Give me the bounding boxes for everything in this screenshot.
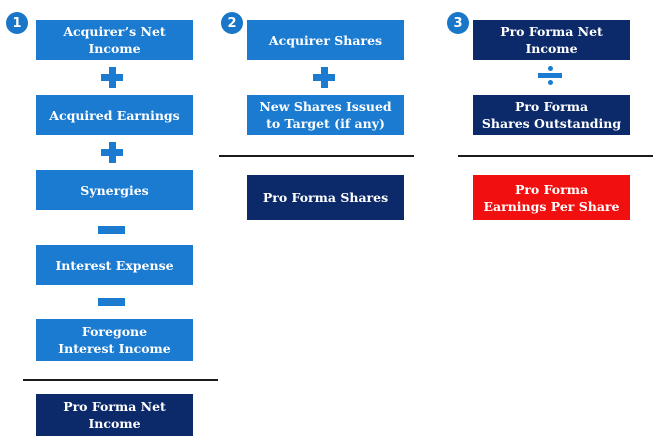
box-label: Acquired Earnings bbox=[49, 107, 180, 123]
box-label: Pro Forma Shares bbox=[262, 190, 389, 205]
acquirer-net-income-box: Acquirer’s Net Income bbox=[36, 20, 193, 60]
box-label-line-1: Foregone bbox=[81, 324, 148, 339]
new-shares-issued-box: New Shares Issued to Target (if any) bbox=[247, 95, 404, 135]
synergies-box: Synergies bbox=[36, 170, 193, 210]
minus-operator bbox=[98, 226, 125, 234]
step-3-badge: 3 bbox=[447, 12, 469, 34]
pro-forma-net-income-result-box: Pro Forma Net Income bbox=[36, 394, 193, 436]
box-label-line-2: Interest Income bbox=[58, 341, 171, 356]
sum-divider-line bbox=[23, 379, 218, 381]
box-label-line-1: New Shares Issued bbox=[259, 99, 392, 114]
pro-forma-eps-result-box: Pro Forma Earnings Per Share bbox=[473, 175, 630, 220]
acquired-earnings-box: Acquired Earnings bbox=[36, 95, 193, 135]
box-label: Interest Expense bbox=[55, 257, 174, 273]
acquirer-shares-box: Acquirer Shares bbox=[247, 20, 404, 60]
box-label-line-2: to Target (if any) bbox=[266, 116, 385, 131]
foregone-interest-income-box: Foregone Interest Income bbox=[36, 319, 193, 361]
minus-operator bbox=[98, 298, 125, 306]
box-label: Acquirer Shares bbox=[268, 32, 383, 48]
box-label-line-2: Shares Outstanding bbox=[481, 116, 622, 131]
step-1-badge: 1 bbox=[6, 12, 28, 34]
box-label: Acquirer’s Net Income bbox=[63, 24, 166, 56]
pro-forma-net-income-box: Pro Forma Net Income bbox=[473, 20, 630, 60]
sum-divider-line bbox=[219, 155, 414, 157]
sum-divider-line bbox=[458, 155, 653, 157]
box-label: Synergies bbox=[80, 182, 149, 198]
box-label-line-1: Pro Forma bbox=[514, 99, 589, 114]
pro-forma-shares-outstanding-box: Pro Forma Shares Outstanding bbox=[473, 95, 630, 135]
box-label: Pro Forma Net Income bbox=[63, 399, 166, 431]
box-label: Pro Forma Net Income bbox=[500, 24, 603, 56]
box-label-line-2: Earnings Per Share bbox=[483, 198, 620, 214]
box-label-line-1: Pro Forma bbox=[514, 181, 589, 197]
interest-expense-box: Interest Expense bbox=[36, 245, 193, 285]
step-2-badge: 2 bbox=[221, 12, 243, 34]
pro-forma-shares-result-box: Pro Forma Shares bbox=[247, 175, 404, 220]
